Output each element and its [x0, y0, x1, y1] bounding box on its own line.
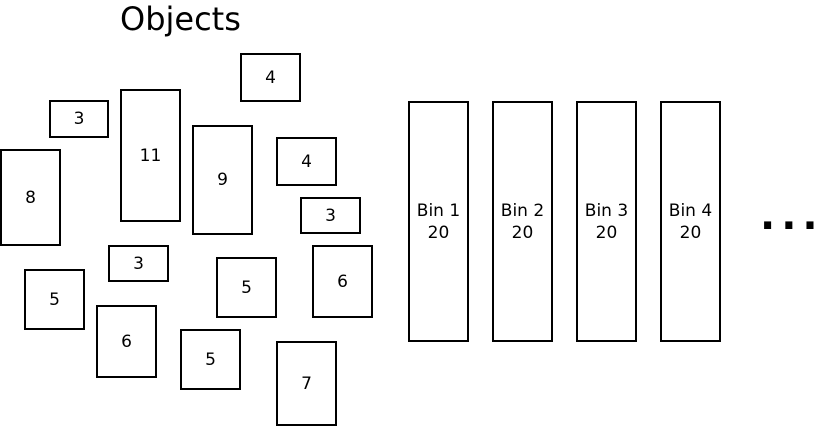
object-box: 5: [24, 269, 85, 330]
bin-name: Bin 2: [500, 200, 545, 221]
diagram-title: Objects: [120, 0, 241, 38]
bin-name: Bin 4: [668, 200, 713, 221]
object-box: 9: [192, 125, 253, 235]
object-box: 4: [240, 53, 301, 102]
object-box: 5: [216, 257, 277, 318]
bin-capacity: 20: [679, 222, 702, 243]
bin-1: Bin 1 20: [408, 101, 469, 342]
bin-name: Bin 1: [416, 200, 461, 221]
bin-name: Bin 3: [584, 200, 629, 221]
bin-2: Bin 2 20: [492, 101, 553, 342]
bin-4: Bin 4 20: [660, 101, 721, 342]
object-box: 3: [300, 197, 361, 234]
object-box: 5: [180, 329, 241, 390]
object-box: 7: [276, 341, 337, 426]
bin-capacity: 20: [511, 222, 534, 243]
bin-capacity: 20: [427, 222, 450, 243]
bin-3: Bin 3 20: [576, 101, 637, 342]
object-box: 3: [108, 245, 169, 282]
object-box: 4: [276, 137, 337, 186]
object-box: 3: [49, 100, 109, 138]
object-box: 6: [96, 305, 157, 378]
bin-capacity: 20: [595, 222, 618, 243]
object-box: 6: [312, 245, 373, 318]
object-box: 8: [0, 149, 61, 246]
continuation-ellipsis: ...: [760, 193, 820, 239]
object-box: 11: [120, 89, 181, 222]
